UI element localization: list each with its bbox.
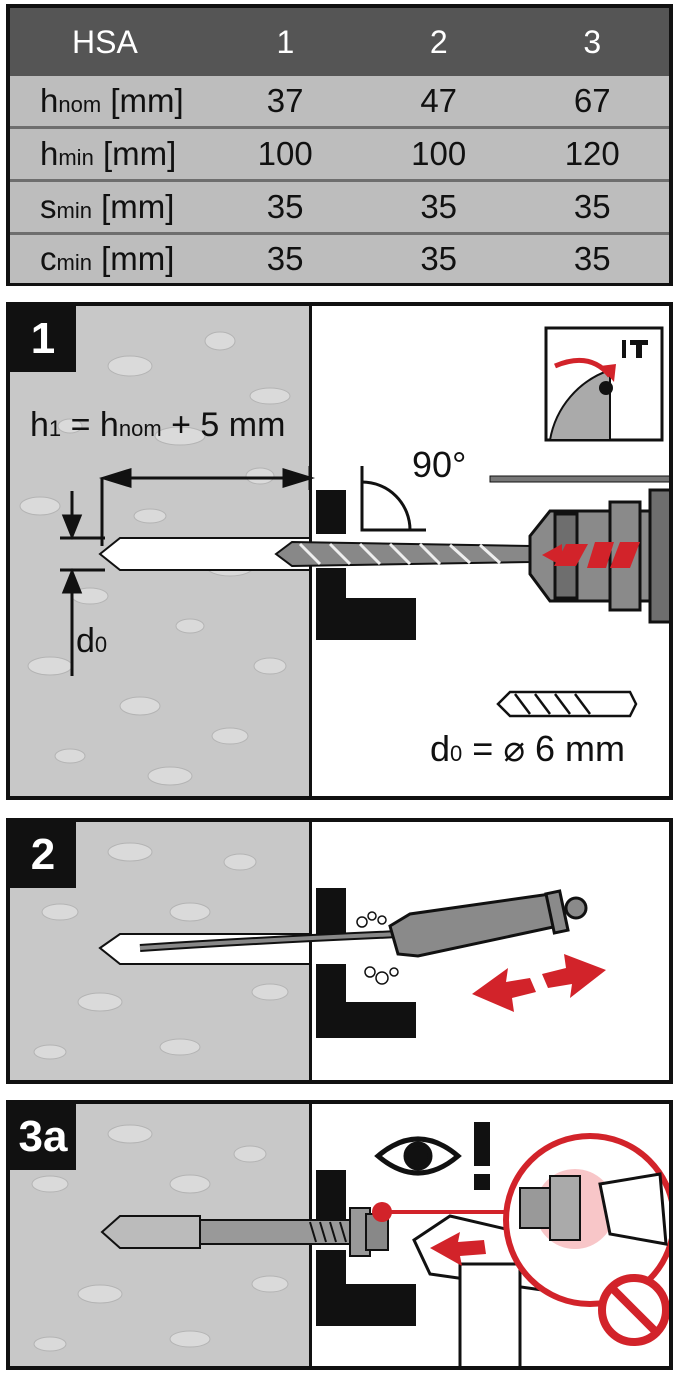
drill-bit xyxy=(274,540,531,568)
eye-icon xyxy=(374,1136,462,1176)
hammer-direction-arrows xyxy=(542,542,640,568)
step-1-panel: 1 xyxy=(6,302,673,800)
step-3a-panel: 3a xyxy=(6,1100,673,1370)
step-1-illustration xyxy=(60,326,669,718)
d0-dimension xyxy=(60,491,105,676)
fixture-block xyxy=(316,490,346,534)
angle-label: 90° xyxy=(412,444,467,485)
blow-out-pump-icon xyxy=(388,889,588,958)
table-cell: 35 xyxy=(420,240,458,277)
angle-indicator xyxy=(360,466,426,532)
row-label: smin [mm] xyxy=(40,188,175,225)
table-header-cell: 2 xyxy=(429,23,448,60)
table-header-cell: HSA xyxy=(72,23,138,60)
table-row: cmin [mm] 35 35 35 xyxy=(10,235,669,283)
zoom-callout xyxy=(503,1133,669,1307)
table-row: hmin [mm] 100 100 120 xyxy=(10,129,669,179)
table-cell: 35 xyxy=(266,240,304,277)
diameter-label: d0 = ⌀ 6 mm xyxy=(430,728,625,769)
fixture-block xyxy=(316,1284,416,1326)
table-header-cell: 3 xyxy=(583,23,602,60)
step-2-panel: 2 xyxy=(6,818,673,1084)
step-2-illustration xyxy=(98,888,606,1038)
table-cell: 100 xyxy=(411,135,467,172)
drill-bit-icon xyxy=(496,690,638,718)
spec-table: HSA 1 2 3 hnom [mm] 37 47 67 hmin [mm] 1… xyxy=(6,4,673,286)
table-cell: 35 xyxy=(573,188,611,225)
fixture-block xyxy=(316,1002,416,1038)
callout-dot xyxy=(372,1202,392,1222)
step-badge: 2 xyxy=(10,822,76,888)
concrete-texture xyxy=(33,842,289,1060)
dust-cloud xyxy=(356,911,399,985)
table-cell: 35 xyxy=(420,188,458,225)
table-cell: 100 xyxy=(257,135,313,172)
row-label: cmin [mm] xyxy=(40,240,175,277)
rotation-hammer-mode-icon xyxy=(544,326,664,442)
table-row: hnom [mm] 37 47 67 xyxy=(10,76,669,126)
anchor-bolt xyxy=(100,1207,389,1257)
table-row: smin [mm] 35 35 35 xyxy=(10,182,669,232)
step-3a-illustration xyxy=(100,1122,669,1366)
table-cell: 37 xyxy=(266,82,304,119)
step-badge: 3a xyxy=(10,1104,76,1170)
table-cell: 35 xyxy=(266,188,304,225)
back-and-forth-arrow-icon xyxy=(472,954,606,1012)
fixture-block xyxy=(316,598,416,640)
level-bar xyxy=(489,475,669,483)
no-setting-tool-icon xyxy=(598,1274,669,1346)
table-cell: 47 xyxy=(420,82,458,119)
table-cell: 120 xyxy=(564,135,620,172)
fixture-block xyxy=(316,1170,346,1220)
table-header-cell: 1 xyxy=(276,23,295,60)
h1-dimension xyxy=(98,466,316,546)
exclamation-icon xyxy=(474,1122,490,1190)
push-direction-arrow xyxy=(430,1232,486,1266)
d0-label: d0 xyxy=(76,622,108,660)
fixture-block xyxy=(316,888,346,934)
table-header-row: HSA 1 2 3 xyxy=(10,8,669,76)
row-label: hmin [mm] xyxy=(40,135,177,172)
row-label: hnom [mm] xyxy=(40,82,184,119)
concrete-texture xyxy=(31,1124,289,1352)
h1-formula-label: h1 = hnom + 5 mm xyxy=(30,406,286,444)
step-badge: 1 xyxy=(10,306,76,372)
table-cell: 35 xyxy=(573,240,611,277)
table-cell: 67 xyxy=(573,82,611,119)
